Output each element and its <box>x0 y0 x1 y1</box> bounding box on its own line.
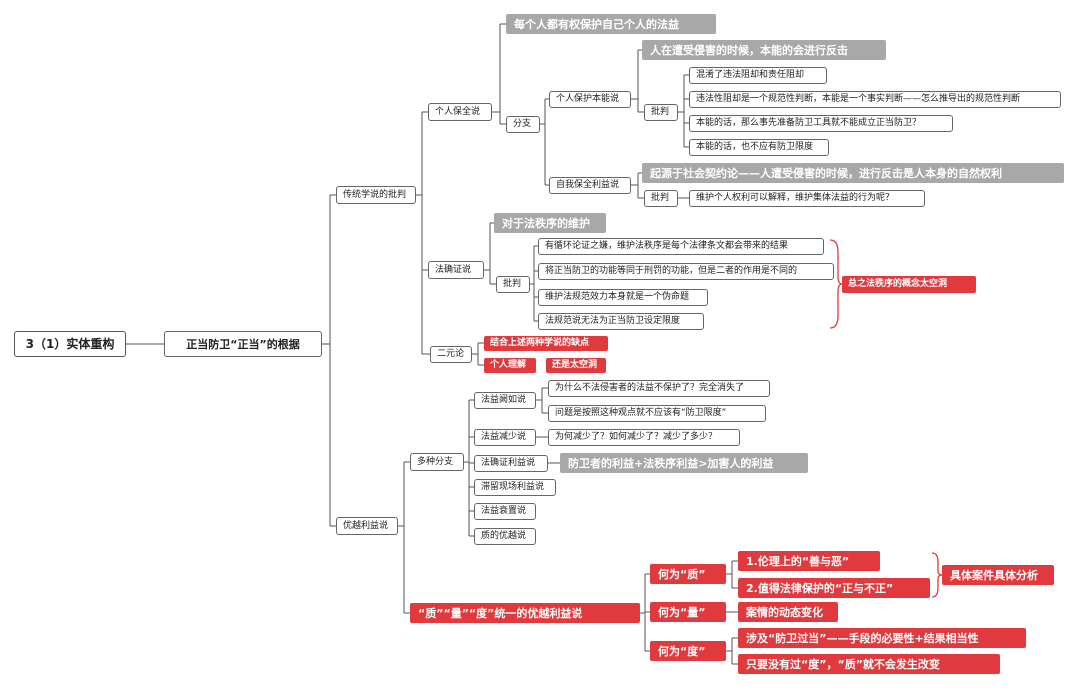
legal-critique-item-3[interactable]: 维护法规范效力本身就是一个伪命题 <box>538 289 708 306</box>
reduce-note[interactable]: 为何减少了？如何减少了？减少了多少？ <box>548 429 740 446</box>
legal-summary-brace <box>829 239 843 329</box>
dualism-note-2: 个人理解 <box>484 358 536 373</box>
self-preservation-node[interactable]: 自我保全利益说 <box>549 177 631 194</box>
self-preservation-gray-note: 起源于社会契约论——人遭受侵害的时候，进行反击是人本身的自然权利 <box>642 163 1064 183</box>
superior-interest-node[interactable]: 优越利益说 <box>336 517 398 535</box>
what-is-degree-node[interactable]: 何为“度” <box>650 641 726 661</box>
unified-theory-node[interactable]: “质”“量”“度”统一的优越利益说 <box>410 603 640 623</box>
what-is-quantity-node[interactable]: 何为“量” <box>650 602 726 622</box>
instinct-critique-item-4[interactable]: 本能的话，也不应有防卫限度 <box>689 139 829 156</box>
dualism-node[interactable]: 二元论 <box>430 346 472 363</box>
legal-certification-gray-note: 对于法秩序的维护 <box>494 213 606 233</box>
quality-summary-node: 具体案件具体分析 <box>942 565 1054 585</box>
instinct-critique-item-1[interactable]: 混淆了违法阻却和责任阻却 <box>689 67 827 84</box>
absence-note-2[interactable]: 问题是按照这种观点就不应该有“防卫限度” <box>548 405 766 422</box>
sub-branch-stay[interactable]: 滞留现场利益说 <box>474 479 556 496</box>
personal-protection-gray-note: 每个人都有权保护自己个人的法益 <box>506 14 716 34</box>
instinct-theory-node[interactable]: 个人保护本能说 <box>549 91 631 108</box>
dualism-note-1: 结合上述两种学说的缺点 <box>484 336 608 351</box>
what-is-quality-node[interactable]: 何为“质” <box>650 564 726 584</box>
legal-critique-node[interactable]: 批判 <box>496 276 530 293</box>
instinct-critique-node[interactable]: 批判 <box>644 104 678 121</box>
quality-summary-brace <box>931 552 943 598</box>
multi-branch-node[interactable]: 多种分支 <box>410 453 464 471</box>
topic-node[interactable]: 正当防卫“正当”的根据 <box>164 331 322 357</box>
instinct-critique-item-3[interactable]: 本能的话，那么事先准备防卫工具就不能成立正当防卫？ <box>689 115 953 132</box>
dualism-note-3: 还是太空洞 <box>546 358 606 373</box>
sub-branch-reduce[interactable]: 法益减少说 <box>474 429 536 446</box>
personal-protection-node[interactable]: 个人保全说 <box>428 103 492 121</box>
traditional-theory-node[interactable]: 传统学说的批判 <box>336 186 416 204</box>
self-critique-item[interactable]: 维护个人权利可以解释，维护集体法益的行为呢？ <box>689 190 925 207</box>
self-critique-node[interactable]: 批判 <box>644 190 678 207</box>
degree-item-1[interactable]: 涉及“防卫过当”——手段的必要性+结果相当性 <box>738 628 1026 648</box>
sub-branch-confirm[interactable]: 法确证利益说 <box>474 455 548 472</box>
degree-item-2[interactable]: 只要没有过“度”，“质”就不会发生改变 <box>738 654 1000 674</box>
confirm-gray-note: 防卫者的利益+法秩序利益>加害人的利益 <box>560 453 808 473</box>
legal-critique-item-2[interactable]: 将正当防卫的功能等同于刑罚的功能，但是二者的作用是不同的 <box>538 263 834 280</box>
sub-branch-absence[interactable]: 法益阙如说 <box>474 392 536 409</box>
instinct-critique-item-2[interactable]: 违法性阻却是一个规范性判断，本能是一个事实判断——怎么推导出的规范性判断 <box>689 91 1061 108</box>
quantity-item[interactable]: 案情的动态变化 <box>738 602 838 622</box>
legal-certification-node[interactable]: 法确证说 <box>428 261 484 279</box>
legal-critique-item-1[interactable]: 有循环论证之嫌，维护法秩序是每个法律条文都会带来的结果 <box>538 238 824 255</box>
legal-summary-note: 总之法秩序的概念太空洞 <box>842 276 976 293</box>
sub-branch-quality[interactable]: 质的优越说 <box>474 528 536 545</box>
sub-branch-decline[interactable]: 法益衰置说 <box>474 503 536 520</box>
quality-item-1[interactable]: 1.伦理上的“善与恶” <box>738 551 880 571</box>
instinct-gray-note: 人在遭受侵害的时候，本能的会进行反击 <box>642 40 886 60</box>
legal-critique-item-4[interactable]: 法规范说无法为正当防卫设定限度 <box>538 313 704 330</box>
root-node[interactable]: 3（1）实体重构 <box>14 331 126 357</box>
branch-node[interactable]: 分支 <box>506 116 540 133</box>
absence-note-1[interactable]: 为什么不法侵害者的法益不保护了？完全消失了 <box>548 380 770 397</box>
quality-item-2[interactable]: 2.值得法律保护的“正与不正” <box>738 578 930 598</box>
